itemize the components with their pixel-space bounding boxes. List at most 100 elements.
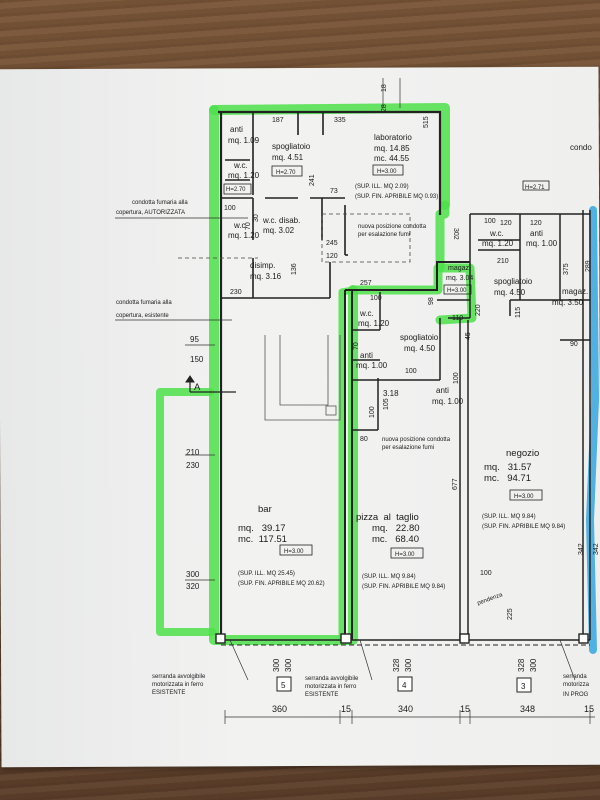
wc-bar2-area: mq. 1.20 [228, 231, 260, 240]
wc-center-area: mq. 1.20 [358, 319, 390, 328]
pizza-label: pizza al taglio [356, 512, 419, 523]
wc-bar-area: mq. 1.20 [228, 171, 260, 180]
wc-bar2-label: w.c. [233, 221, 248, 230]
dim-300w: 300 [404, 658, 413, 672]
flue-authorized-note-1: condotta fumaria alla [132, 200, 188, 206]
laboratorio-sup-ill: (SUP. ILL. MQ 2.09) [355, 184, 409, 190]
dim-225: 225 [507, 608, 514, 620]
negozio-sup-ill: (SUP. ILL. MQ 9.84) [482, 514, 536, 520]
walls [215, 110, 591, 646]
new-flue-note-1a: nuova posizione condotta [358, 224, 427, 230]
right-height-box: H=2.71 [525, 185, 545, 191]
bottom-dim-15c: 15 [584, 704, 594, 714]
pizza-height: H=3.00 [395, 552, 415, 558]
wc-bar-height: H=2.70 [226, 187, 246, 193]
shutter-note-2c: ESISTENTE [305, 692, 338, 698]
dim-230b: 230 [230, 289, 242, 296]
bottom-dim-360: 360 [272, 704, 287, 714]
bottom-dim-15b: 15 [460, 704, 470, 714]
dim-100g: 100 [480, 570, 492, 577]
wc-bar-label: w.c. [233, 161, 248, 170]
dim-300v2: 300 [284, 658, 293, 672]
shutter-note-3a: serranda [563, 674, 587, 680]
new-flue-note-1b: per esalazione fumi [358, 232, 410, 238]
section-marker [185, 375, 236, 393]
wc-disab-label: w.c. disab. [262, 216, 300, 225]
dim-328: 328 [392, 658, 401, 672]
bar-volume: mc. 117.51 [238, 534, 287, 545]
dim-95: 95 [190, 335, 199, 344]
bottom-dim-348: 348 [520, 704, 535, 714]
dim-100d: 100 [453, 372, 460, 384]
wc-right-area: mq. 1.20 [482, 239, 514, 248]
magaz-center-label: magaz. [448, 265, 471, 272]
spogliatoio-bar-height: H=2.70 [276, 170, 296, 176]
laboratorio-label: laboratorio [374, 133, 412, 142]
dim-210b: 210 [497, 258, 509, 265]
flue-existing-note-2: copertura, esistente [116, 313, 169, 319]
dim-105: 105 [383, 398, 390, 410]
negozio-area: mq. 31.57 [484, 462, 532, 473]
pizza-area: mq. 22.80 [372, 523, 420, 534]
dim-30: 30 [253, 214, 260, 222]
bar-sup-ill: (SUP. ILL. MQ 25.45) [238, 571, 295, 577]
bar-sup-fin: (SUP. FIN. APRIBILE MQ 20.62) [238, 581, 325, 587]
dim-28: 28 [381, 104, 388, 112]
dim-328b: 328 [517, 658, 526, 672]
spogliatoio-bar-area: mq. 4.51 [272, 153, 304, 162]
condo-label: condo [570, 143, 592, 152]
unit-4-number: 4 [402, 681, 407, 690]
spogliatoio-bar-label: spogliatoio [272, 142, 311, 151]
shutter-note-3b: motorizza [563, 682, 590, 688]
dim-100e: 100 [369, 406, 376, 418]
dim-300v: 300 [272, 658, 281, 672]
leader-lines [115, 217, 576, 681]
bottom-dim-15a: 15 [341, 704, 351, 714]
negozio-height: H=3.00 [514, 494, 534, 500]
dim-110: 110 [452, 315, 463, 322]
bar-label: bar [258, 504, 272, 515]
dim-677: 677 [452, 478, 459, 490]
shutter-note-1a: serranda avvolgibile [152, 674, 206, 680]
magaz-right-label: magaz. [562, 287, 588, 296]
bar-area: mq. 39.17 [238, 523, 286, 534]
slope-note: pendenza [477, 592, 504, 607]
blue-highlight [585, 206, 600, 654]
room-318-area: 3.18 [383, 389, 399, 398]
dim-320: 320 [186, 582, 200, 591]
dim-70: 70 [245, 222, 252, 230]
dim-342b: 342 [593, 543, 600, 555]
dim-342a: 342 [578, 543, 585, 555]
negozio-sup-fin: (SUP. FIN. APRIBILE MQ 9.84) [482, 524, 565, 530]
flue-authorized-note-2: copertura, AUTORIZZATA [116, 210, 185, 216]
dim-120a: 120 [326, 253, 338, 260]
height-boxes [223, 164, 550, 559]
dim-98: 98 [428, 297, 435, 305]
spogliatoio-center-label: spogliatoio [400, 333, 439, 342]
wc-right-label: w.c. [489, 229, 504, 238]
magaz-center-height: H=3.00 [447, 288, 467, 294]
dim-300x: 300 [529, 658, 538, 672]
dim-73: 73 [330, 188, 338, 195]
dim-120b: 120 [500, 220, 512, 227]
anti-center-label: anti [360, 351, 373, 360]
dim-100c: 100 [405, 368, 417, 375]
anti-top-area: mq. 1.09 [228, 136, 260, 145]
dim-515: 515 [423, 116, 430, 128]
anti-center-area: mq. 1.00 [356, 361, 388, 370]
dim-150: 150 [190, 355, 204, 364]
flue-existing-note-1: condotta fumaria alla [116, 300, 172, 306]
dim-136: 136 [291, 263, 298, 275]
dim-241: 241 [309, 174, 316, 186]
anti-top-label: anti [230, 125, 243, 134]
laboratorio-volume: mc. 44.55 [374, 154, 410, 163]
section-marker-label: A [194, 382, 201, 393]
dim-18: 18 [381, 84, 388, 92]
laboratorio-sup-fin: (SUP. FIN. APRIBILE MQ 0.93) [355, 194, 438, 200]
negozio-volume: mc. 94.71 [484, 473, 531, 484]
dim-245: 245 [326, 240, 338, 247]
shutter-note-2a: serranda avvolgibile [305, 676, 359, 682]
dim-230: 230 [186, 461, 200, 470]
green-highlight [156, 103, 477, 645]
